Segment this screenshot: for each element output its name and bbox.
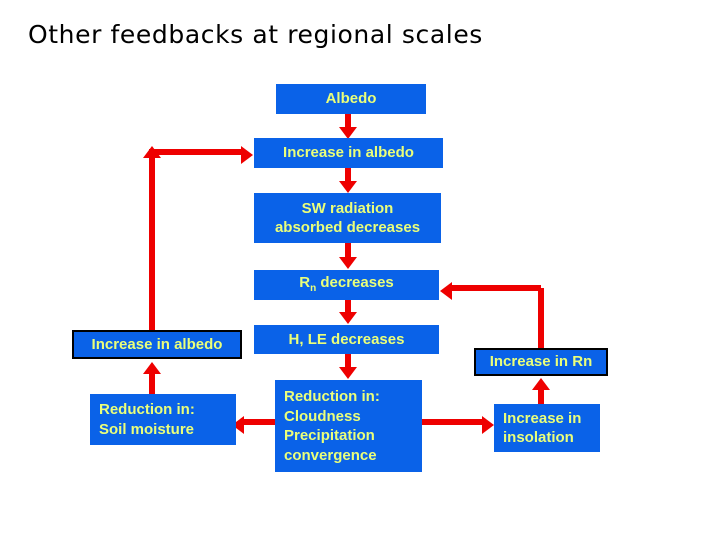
node-cloudness-line2: Cloudness	[284, 407, 361, 425]
connector-increase-rn-horizontal	[452, 285, 541, 291]
node-cloudness-line3: Precipitation	[284, 427, 375, 444]
node-increase-in-albedo-left[interactable]: Increase in albedo	[72, 330, 242, 359]
arrowhead-soil-to-increase-albedo	[143, 362, 161, 374]
connector-increase-albedo-to-sw	[345, 167, 351, 181]
arrowhead-cloudness-to-insolation	[482, 416, 494, 434]
node-rn-decreases-subscript: n	[310, 283, 317, 295]
connector-cloudness-to-insolation	[422, 419, 482, 425]
node-sw-radiation-line1: SW radiation	[301, 199, 394, 217]
connector-albedo-to-increase-albedo	[345, 113, 351, 129]
arrowhead-feedback-into-increase-albedo	[241, 146, 253, 164]
connector-hle-to-cloudness	[345, 353, 351, 367]
connector-insolation-to-increase-rn	[538, 390, 544, 406]
node-rn-decreases-suffix: decreases	[316, 274, 394, 292]
node-sw-radiation-line2: absorbed decreases	[274, 219, 421, 236]
page-title: Other feedbacks at regional scales	[28, 20, 483, 49]
connector-increase-rn-vertical	[538, 288, 544, 348]
arrowhead-albedo-to-increase-albedo	[339, 127, 357, 139]
node-increase-insolation-line2: insolation	[503, 429, 574, 446]
node-increase-in-albedo-top[interactable]: Increase in albedo	[254, 138, 443, 168]
node-soil-moisture-line2: Soil moisture	[99, 420, 195, 438]
node-h-le-decreases-label: H, LE decreases	[288, 330, 405, 348]
node-soil-moisture-line1: Reduction in:	[99, 401, 195, 418]
node-cloudness-line1: Reduction in:	[284, 388, 380, 405]
connector-rn-to-hle	[345, 299, 351, 312]
node-rn-decreases-label: Rn decreases	[299, 275, 394, 295]
connector-sw-to-rn	[345, 243, 351, 257]
connector-feedback-vertical	[149, 158, 155, 330]
connector-feedback-horizontal	[149, 149, 241, 155]
node-sw-radiation-absorbed-decreases[interactable]: SW radiation absorbed decreases	[254, 193, 441, 243]
node-increase-insolation-line1: Increase in	[503, 409, 582, 427]
connector-soil-to-increase-albedo	[149, 374, 155, 394]
arrowhead-hle-to-cloudness	[339, 367, 357, 379]
node-rn-decreases-prefix: R	[299, 274, 311, 292]
connector-cloudness-to-soil	[244, 419, 277, 425]
node-increase-in-albedo-top-label: Increase in albedo	[283, 144, 414, 162]
arrowhead-rn-to-hle	[339, 312, 357, 324]
arrowhead-sw-to-rn	[339, 257, 357, 269]
node-increase-in-rn-label: Increase in Rn	[489, 353, 593, 371]
node-albedo-label: Albedo	[325, 90, 377, 108]
arrowhead-insolation-to-increase-rn	[532, 378, 550, 390]
node-h-le-decreases[interactable]: H, LE decreases	[254, 325, 439, 354]
node-rn-decreases[interactable]: Rn decreases	[254, 270, 439, 300]
node-increase-in-albedo-left-label: Increase in albedo	[91, 335, 223, 353]
node-reduction-cloudness-precipitation[interactable]: Reduction in: Cloudness Precipitation co…	[275, 380, 422, 472]
node-increase-in-rn[interactable]: Increase in Rn	[474, 348, 608, 376]
arrowhead-increase-albedo-to-sw	[339, 181, 357, 193]
node-albedo[interactable]: Albedo	[276, 84, 426, 114]
node-cloudness-line4: convergence	[284, 446, 377, 464]
arrowhead-increase-rn-to-rn-decreases	[440, 282, 452, 300]
node-increase-in-insolation[interactable]: Increase in insolation	[494, 404, 600, 452]
node-reduction-soil-moisture[interactable]: Reduction in: Soil moisture	[90, 394, 236, 445]
